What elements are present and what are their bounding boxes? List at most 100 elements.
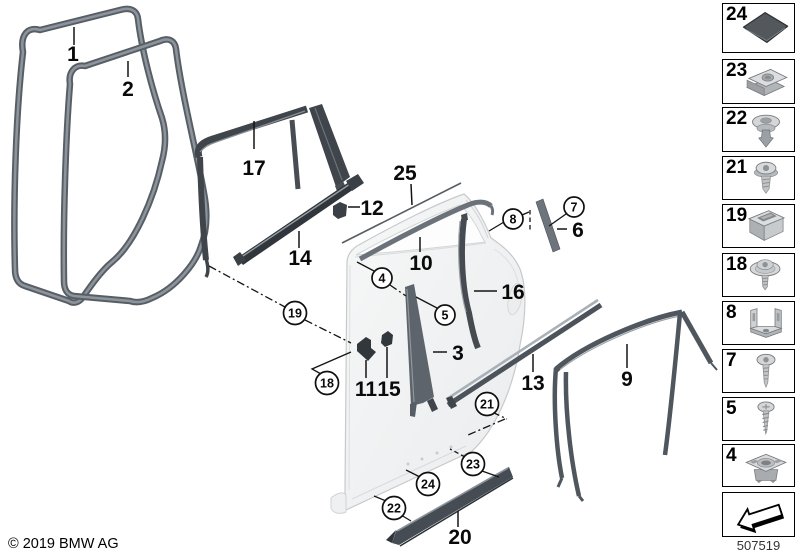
fastener-item-label: 21: [726, 157, 748, 178]
callout-18[interactable]: 18: [314, 370, 340, 396]
svg-text:5: 5: [442, 309, 449, 323]
part-6-pillar-strip: [535, 198, 561, 253]
back-arrow-icon: [736, 503, 785, 533]
svg-text:3: 3: [452, 342, 464, 365]
svg-text:8: 8: [510, 213, 517, 227]
svg-text:20: 20: [448, 526, 471, 549]
fastener-item-label: 5: [726, 398, 737, 419]
copyright-text: © 2019 BMW AG: [8, 536, 119, 552]
fastener-item-7[interactable]: 7: [722, 349, 795, 393]
fastener-item-label: 24: [726, 4, 748, 25]
part-9-window-guide-frame: [552, 309, 718, 502]
part-1-door-seal-outer: [11, 5, 169, 306]
torx-screw-with-washer-icon: [749, 259, 781, 291]
svg-text:10: 10: [409, 252, 432, 275]
svg-text:15: 15: [377, 378, 401, 401]
svg-text:12: 12: [360, 197, 383, 220]
part-12-clip-cover: [333, 202, 347, 219]
svg-text:4: 4: [379, 272, 386, 286]
door-bottom-clips: [427, 396, 457, 412]
callout-19[interactable]: 19: [282, 300, 308, 326]
part-20-sill-strip: [386, 467, 514, 547]
callout-21[interactable]: 21: [474, 391, 500, 417]
callout-4[interactable]: 4: [371, 267, 393, 289]
svg-text:18: 18: [320, 377, 334, 391]
svg-text:25: 25: [393, 162, 417, 185]
part-13-lower-belt-strip: [446, 298, 603, 408]
callout-25[interactable]: 25: [393, 162, 417, 206]
clamp-bracket-icon: [749, 308, 783, 338]
fastener-item-label: 4: [726, 445, 737, 466]
fastener-sidebar: 24 23 22 21: [722, 0, 798, 560]
svg-text:22: 22: [387, 502, 401, 516]
callout-6[interactable]: 6: [557, 219, 584, 242]
part-10-frame-finisher: [358, 199, 495, 262]
square-grommet-nut-icon: [747, 210, 786, 242]
fastener-item-22[interactable]: 22: [722, 107, 795, 152]
fastener-item-19[interactable]: 19: [722, 204, 795, 248]
callout-1[interactable]: 1: [67, 27, 79, 66]
part-16-guide-strip: [458, 213, 481, 350]
callout-7[interactable]: 7: [563, 196, 585, 218]
callout-13[interactable]: 13: [521, 354, 545, 395]
sheet-metal-clip-nut-icon: [746, 68, 788, 96]
fastener-item-label: 7: [726, 350, 737, 371]
svg-text:14: 14: [288, 247, 312, 270]
pan-head-tapping-screw-icon: [757, 401, 775, 436]
fastener-item-8[interactable]: 8: [722, 301, 795, 345]
part-15-clip: [381, 331, 393, 347]
adhesive-pad-icon: [742, 12, 789, 44]
expanding-rivet-icon: [752, 114, 780, 148]
callout-10[interactable]: 10: [409, 237, 433, 275]
svg-text:21: 21: [480, 398, 494, 412]
svg-text:17: 17: [242, 157, 265, 180]
svg-text:19: 19: [288, 307, 302, 321]
part-2-door-seal-inner: [60, 36, 210, 306]
callout-2[interactable]: 2: [122, 61, 134, 101]
svg-text:2: 2: [122, 78, 134, 101]
callout-12[interactable]: 12: [348, 197, 384, 220]
callout-16[interactable]: 16: [474, 281, 525, 304]
svg-text:9: 9: [621, 368, 633, 391]
callout-23[interactable]: 23: [460, 451, 486, 477]
part-3-pillar-finisher: [405, 284, 434, 417]
callout-17[interactable]: 17: [242, 121, 266, 180]
svg-text:16: 16: [501, 281, 524, 304]
callout-5[interactable]: 5: [434, 304, 456, 326]
callout-9[interactable]: 9: [621, 344, 633, 391]
callout-14[interactable]: 14: [288, 231, 312, 270]
fastener-item-23[interactable]: 23: [722, 59, 795, 104]
svg-text:23: 23: [466, 458, 480, 472]
fastener-item-24[interactable]: 24: [722, 3, 795, 53]
diagram-number: 507519: [736, 538, 781, 553]
callout-24[interactable]: 24: [415, 471, 441, 497]
callout-20[interactable]: 20: [448, 511, 472, 549]
callout-22[interactable]: 22: [381, 495, 407, 521]
fastener-item-4[interactable]: 4: [722, 444, 795, 487]
part-25-roof-edge-strip: [341, 182, 462, 244]
part-11-clip: [357, 337, 376, 361]
callout-8[interactable]: 8: [502, 208, 524, 230]
fastener-item-label: 19: [726, 205, 748, 226]
svg-text:7: 7: [571, 201, 578, 215]
callout-15[interactable]: 15: [377, 347, 401, 401]
svg-text:11: 11: [355, 378, 378, 401]
back-button[interactable]: [722, 492, 795, 537]
callout-3[interactable]: 3: [433, 342, 464, 365]
part-14-belt-molding: [233, 174, 364, 266]
part-17-window-frame-cover: [194, 104, 350, 278]
fastener-item-21[interactable]: 21: [722, 156, 795, 200]
callout-11[interactable]: 11: [355, 360, 378, 401]
fastener-item-5[interactable]: 5: [722, 397, 795, 441]
cage-nut-icon: [745, 453, 787, 483]
svg-text:6: 6: [572, 219, 584, 242]
fastener-item-label: 22: [726, 108, 748, 129]
svg-text:1: 1: [67, 43, 79, 66]
fastener-item-label: 18: [726, 254, 748, 275]
svg-text:24: 24: [421, 478, 435, 492]
fastener-item-18[interactable]: 18: [722, 253, 795, 297]
svg-text:13: 13: [521, 372, 544, 395]
fastener-item-label: 8: [726, 302, 737, 323]
